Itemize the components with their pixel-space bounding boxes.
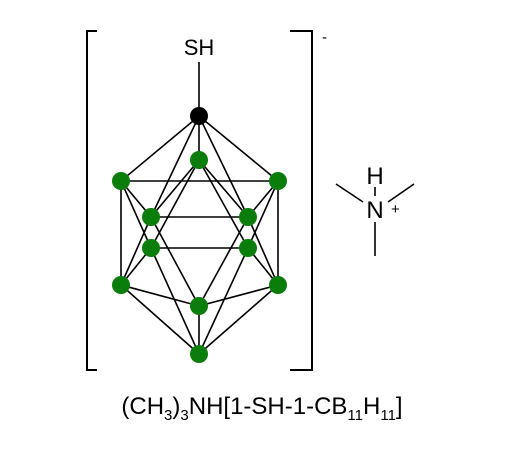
left-bracket bbox=[86, 30, 97, 371]
nitrogen-label: N bbox=[366, 197, 383, 224]
cage-bond bbox=[198, 115, 279, 182]
caption-subscript: 3 bbox=[164, 407, 172, 424]
boron-atom bbox=[112, 276, 130, 294]
cage-bond bbox=[198, 115, 249, 218]
caption-subscript: 11 bbox=[347, 407, 363, 424]
caption-subscript: 3 bbox=[180, 407, 188, 424]
boron-atom bbox=[269, 276, 287, 294]
cage-bond bbox=[198, 159, 249, 249]
boron-atom bbox=[190, 345, 208, 363]
cage-atoms bbox=[112, 107, 287, 363]
sh-label: SH bbox=[184, 35, 215, 60]
cage-bond bbox=[150, 216, 200, 307]
cage-bond bbox=[247, 180, 279, 249]
boron-atom bbox=[190, 151, 208, 169]
boron-atom bbox=[142, 239, 160, 257]
caption-subscript: 11 bbox=[380, 407, 396, 424]
cage-bond bbox=[120, 216, 152, 286]
n-methyl-bond-left bbox=[335, 183, 364, 203]
n-methyl-bond-right bbox=[387, 183, 415, 203]
right-bracket bbox=[290, 30, 313, 371]
boron-atom bbox=[239, 239, 257, 257]
cage-bond bbox=[120, 115, 200, 182]
cage-bond bbox=[198, 216, 249, 307]
carbon-atom bbox=[190, 107, 208, 125]
hydrogen-label: H bbox=[366, 163, 383, 190]
trimethylammonium-cation: H N + bbox=[335, 163, 415, 256]
cage-bond bbox=[150, 159, 200, 218]
cage-bond bbox=[198, 159, 249, 218]
cage-bond bbox=[198, 284, 279, 355]
boron-atom bbox=[190, 297, 208, 315]
caption-text: ] bbox=[396, 393, 403, 420]
cage-bond bbox=[150, 247, 200, 355]
cage-bond bbox=[247, 216, 279, 286]
boron-atom bbox=[239, 208, 257, 226]
boron-atom bbox=[269, 172, 287, 190]
cage-bond bbox=[150, 115, 200, 218]
cage-bond bbox=[198, 247, 249, 355]
cage-edges bbox=[120, 115, 279, 355]
caption-text: NH[1-SH-1-CB bbox=[189, 393, 348, 420]
cage-bond bbox=[120, 284, 200, 307]
cage-bond bbox=[120, 180, 152, 249]
cage-bond bbox=[120, 284, 200, 355]
formula-caption: (CH3)3NH[1-SH-1-CB11H11] bbox=[121, 393, 402, 424]
anion-charge: - bbox=[322, 29, 327, 46]
cage-bond bbox=[198, 284, 279, 307]
caption-text: H bbox=[363, 393, 380, 420]
cage-bond bbox=[150, 159, 200, 249]
caption-text: ) bbox=[172, 393, 180, 420]
boron-atom bbox=[112, 172, 130, 190]
caption-text: (CH bbox=[121, 393, 164, 420]
cation-charge: + bbox=[391, 201, 400, 218]
boron-atom bbox=[142, 208, 160, 226]
